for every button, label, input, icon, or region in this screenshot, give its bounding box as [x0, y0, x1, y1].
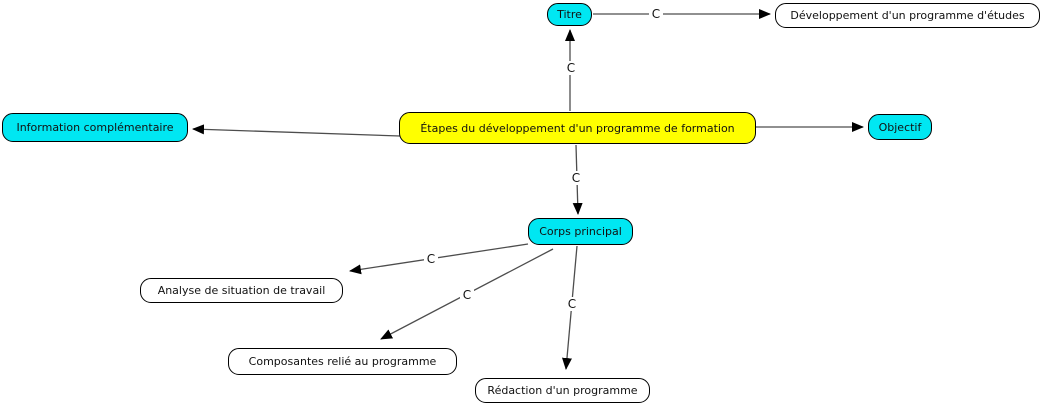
node-analyse-situation-travail[interactable]: Analyse de situation de travail	[140, 278, 343, 303]
edge-label-bg	[460, 288, 474, 302]
edge-label-titre-developpement[interactable]: C	[652, 7, 660, 21]
edge-label-bg	[649, 7, 663, 21]
node-label: Composantes relié au programme	[248, 355, 437, 368]
node-etapes-developpement-programme-formation[interactable]: Étapes du développement d'un programme d…	[399, 112, 756, 144]
edge-label-bg	[565, 297, 579, 311]
node-label: Titre	[557, 8, 582, 21]
edge-central-info	[192, 124, 401, 137]
node-label: Développement d'un programme d'études	[790, 9, 1025, 22]
node-information-complementaire[interactable]: Information complémentaire	[2, 113, 188, 142]
node-titre[interactable]: Titre	[547, 3, 592, 26]
node-developpement-programme-etudes[interactable]: Développement d'un programme d'études	[775, 3, 1040, 28]
edge-label-bg	[424, 252, 438, 266]
edge-label-bg	[564, 61, 578, 75]
node-objectif[interactable]: Objectif	[868, 114, 932, 140]
node-label: Information complémentaire	[16, 121, 174, 134]
node-label: Analyse de situation de travail	[157, 284, 326, 297]
edge-label-central-titre[interactable]: C	[567, 61, 575, 75]
edge-corps-analyse	[349, 243, 529, 275]
node-label: Rédaction d'un programme	[487, 384, 638, 397]
node-label: Corps principal	[539, 225, 622, 238]
edge-label-bg	[569, 171, 583, 185]
node-redaction-programme[interactable]: Rédaction d'un programme	[475, 378, 650, 403]
edge-label-central-corps[interactable]: C	[572, 171, 580, 185]
edge-label-corps-composantes[interactable]: C	[463, 288, 471, 302]
node-label: Objectif	[878, 120, 922, 134]
node-composantes-relie-programme[interactable]: Composantes relié au programme	[228, 348, 457, 375]
edge-label-corps-redaction[interactable]: C	[568, 297, 576, 311]
edge-label-corps-analyse[interactable]: C	[427, 252, 435, 266]
node-corps-principal[interactable]: Corps principal	[528, 218, 633, 245]
node-label: Étapes du développement d'un programme d…	[420, 121, 735, 135]
